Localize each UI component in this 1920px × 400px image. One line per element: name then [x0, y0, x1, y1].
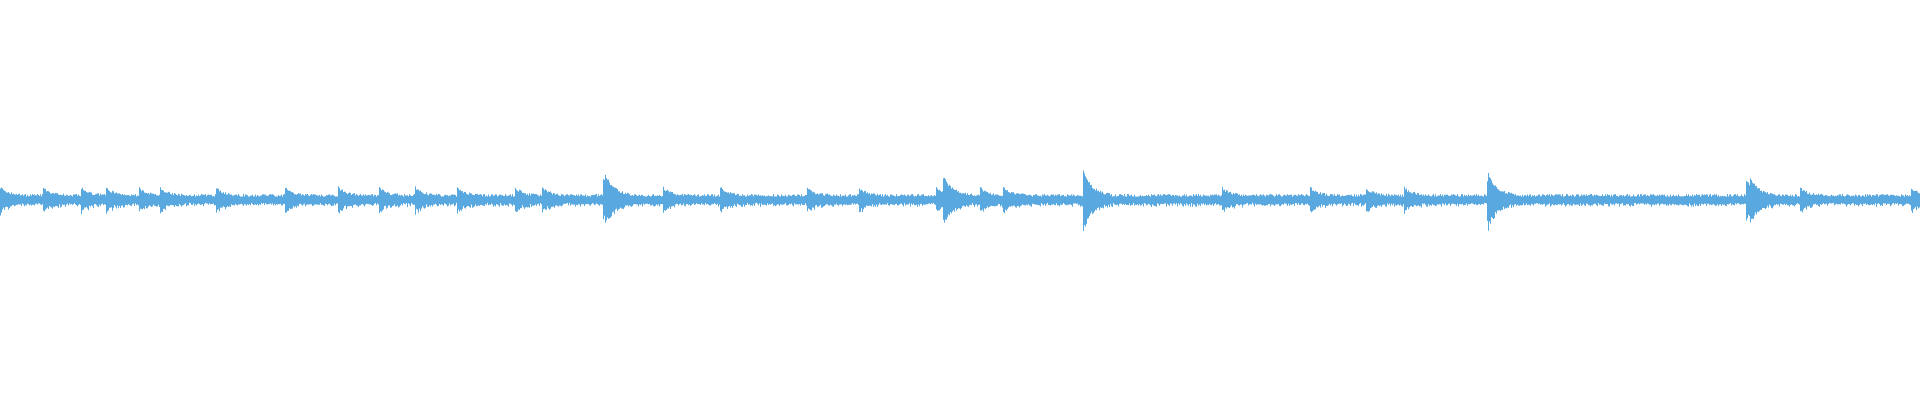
waveform-view[interactable] [0, 0, 1920, 400]
audio-waveform[interactable] [0, 0, 1920, 400]
